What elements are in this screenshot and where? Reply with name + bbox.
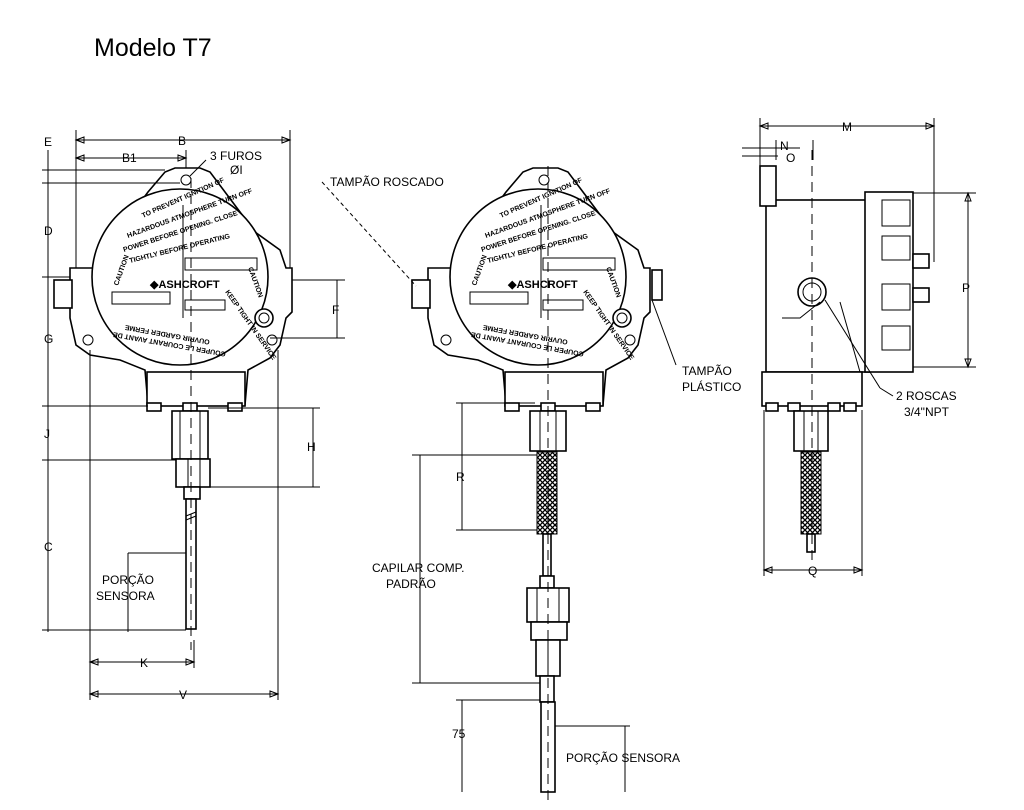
callout-roscas-2: 3/4"NPT xyxy=(904,405,950,419)
dim-75: 75 xyxy=(452,727,466,741)
front-view-direct: CAUTION TO PREVENT IGNITION OF HAZARDOUS… xyxy=(53,167,293,650)
front-view-capillary: CAUTION TO PREVENT IGNITION OF HAZARDOUS… xyxy=(411,166,663,805)
dim-P: P xyxy=(962,281,970,295)
dial-circle xyxy=(91,188,269,366)
callout-furos-diameter: ØI xyxy=(230,163,243,177)
dim-B1: B1 xyxy=(122,151,137,165)
stem-top xyxy=(171,410,209,460)
dim-D: D xyxy=(44,224,53,238)
callout-porcao-sensora: PORÇÃO SENSORA xyxy=(566,751,680,765)
dim-N: N xyxy=(780,139,789,153)
callout-tampao-plastico-2: PLÁSTICO xyxy=(682,379,741,394)
dim-V: V xyxy=(179,688,187,702)
front-view-dimensions: B B1 3 FUROS ØI E D G J C F H PORÇÃO SEN… xyxy=(42,130,345,702)
dim-G: G xyxy=(44,332,53,346)
dim-E: E xyxy=(44,135,52,149)
threaded-plug xyxy=(411,279,431,309)
capillary-view-dimensions: TAMPÃO ROSCADO TAMPÃO PLÁSTICO R CAPILAR… xyxy=(321,175,741,792)
left-nozzle xyxy=(53,279,73,309)
callout-capilar-2: PADRÃO xyxy=(386,577,436,591)
dim-B: B xyxy=(178,134,186,148)
dim-O: O xyxy=(786,151,795,165)
stem-hex xyxy=(175,458,211,488)
dim-K: K xyxy=(140,656,148,670)
callout-3-furos: 3 FUROS xyxy=(210,149,262,163)
dim-Q: Q xyxy=(808,564,817,578)
callout-roscas-1: 2 ROSCAS xyxy=(896,389,957,403)
dim-F: F xyxy=(332,303,339,317)
callout-tampao-roscado: TAMPÃO ROSCADO xyxy=(330,175,444,189)
dim-R: R xyxy=(456,470,465,484)
side-view xyxy=(759,150,930,560)
dim-M: M xyxy=(842,120,852,134)
side-view-dimensions: M N O P 2 ROSCAS 3/4"NPT Q xyxy=(742,118,976,578)
dim-H: H xyxy=(307,440,316,454)
brand-logo: ◆ASHCROFT xyxy=(149,279,220,291)
page-title: Modelo T7 xyxy=(94,34,212,62)
svg-text:◆ASHCROFT: ◆ASHCROFT xyxy=(507,279,578,291)
callout-tampao-plastico-1: TAMPÃO xyxy=(682,364,732,378)
dim-C: C xyxy=(44,540,53,554)
callout-porcao-2: SENSORA xyxy=(96,589,155,603)
mount-hole-left xyxy=(82,334,94,346)
capillary-spring xyxy=(536,451,558,535)
dim-J: J xyxy=(44,427,50,441)
callout-capilar-1: CAPILAR COMP. xyxy=(372,561,464,575)
mount-hole-right xyxy=(266,334,278,346)
lock-screw xyxy=(254,308,274,328)
callout-porcao-1: PORÇÃO xyxy=(102,573,154,587)
